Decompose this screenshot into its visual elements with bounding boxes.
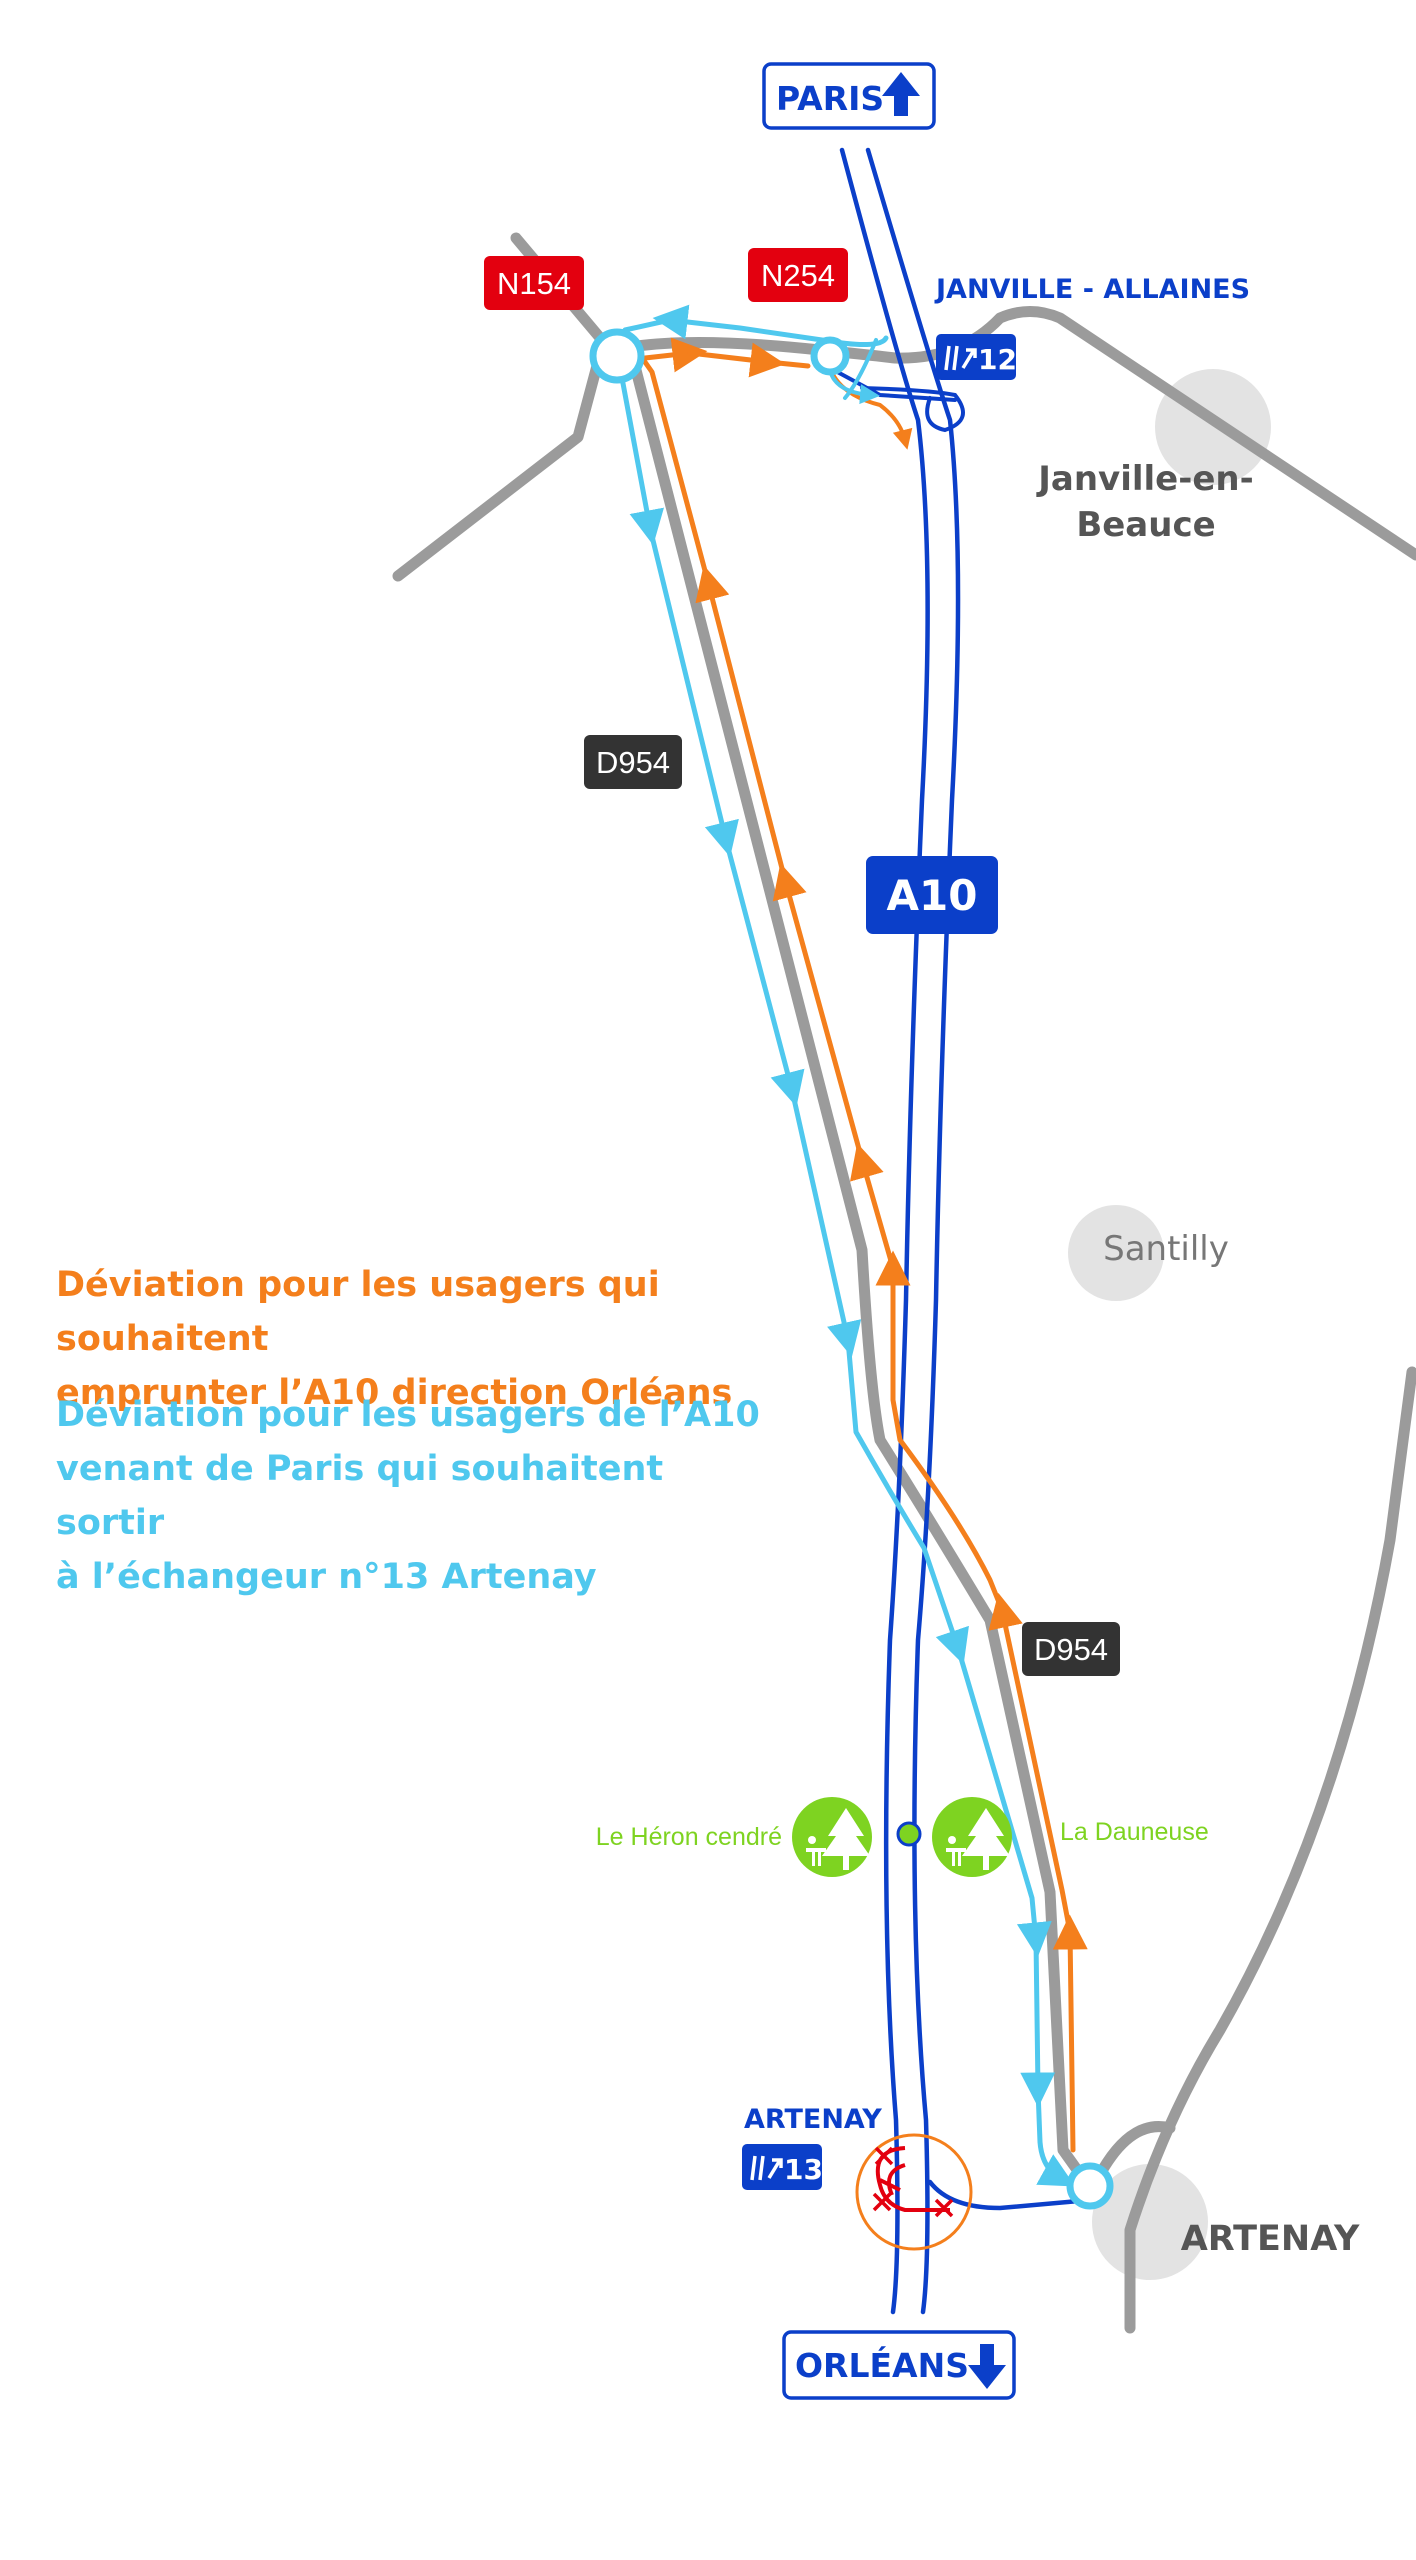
road-east-artenay: [1124, 1366, 1416, 2334]
picnic-area-icon: [806, 1808, 870, 1870]
orange-n154-n254: [642, 337, 708, 373]
detour-cyan-route: [615, 304, 1076, 2187]
exit13-closed-interchange: [855, 2133, 973, 2251]
arrow-down-icon: [968, 2344, 1006, 2389]
exit12-loop: [860, 386, 965, 433]
exit-icon: [944, 345, 977, 371]
janville-name-line1: Janville-en-: [1036, 459, 1253, 499]
a10-label: A10: [887, 871, 978, 920]
a10-shield: A10: [866, 856, 998, 934]
exit13-closed-cross-icon: [872, 2146, 954, 2218]
arrow-up-icon: [882, 72, 920, 116]
legend-orange-detour: Déviation pour les usagers qui souhaiten…: [56, 1258, 836, 1420]
artenay-name: ARTENAY: [1181, 2219, 1360, 2259]
paris-direction-label: PARIS: [776, 79, 884, 118]
n154-badge: N154: [484, 256, 584, 310]
n254-badge: N254: [748, 248, 848, 302]
legend-orange-line2: emprunter l’A10 direction Orléans: [56, 1373, 733, 1413]
orleans-direction-sign: ORLÉANS: [782, 2330, 1016, 2400]
exit12-badge: 12: [936, 334, 1017, 380]
rest-area-east-name: La Dauneuse: [1060, 1818, 1209, 1846]
exit12-name: JANVILLE - ALLAINES: [934, 274, 1250, 305]
cyan-d954-south: [619, 375, 664, 546]
n154-junction-roundabout: [589, 328, 645, 384]
cyan-exit12-ramp: [843, 338, 878, 400]
legend-cyan-detour: Déviation pour les usagers de l’A10 vena…: [56, 1388, 776, 1604]
exit12-number: 12: [978, 343, 1017, 376]
exit13-badge: 13: [742, 2144, 823, 2190]
d954-badge-south: D954: [1022, 1622, 1120, 1676]
legend-cyan-line2: venant de Paris qui souhaitent sortir: [56, 1449, 664, 1543]
rest-area-marker: [896, 1821, 922, 1847]
rest-area-east-icon: [932, 1797, 1012, 1877]
road-n154-southwest: [392, 356, 604, 582]
d954-badge-north: D954: [584, 735, 682, 789]
santilly-name: Santilly: [1103, 1229, 1229, 1269]
paris-direction-sign: PARIS: [762, 62, 936, 130]
santilly-town-disc: [1068, 1205, 1164, 1301]
janville-name-line2: Beauce: [1076, 505, 1215, 545]
rest-area-west-icon: [792, 1797, 872, 1877]
orange-d954-north: [1052, 1914, 1088, 2153]
orleans-direction-label: ORLÉANS: [795, 2345, 969, 2385]
exit12-slip: [828, 366, 957, 402]
artenay-town-disc: [1092, 2164, 1208, 2280]
exit13-interchange-ring: [855, 2133, 973, 2251]
artenay-roundabout: [1066, 2162, 1114, 2210]
legend-orange-line1: Déviation pour les usagers qui souhaiten…: [56, 1265, 660, 1359]
legend-cyan-line3: à l’échangeur n°13 Artenay: [56, 1557, 597, 1597]
exit13-link: [927, 2179, 1093, 2211]
n254-junction-roundabout: [810, 336, 850, 376]
detour-orange-route: [642, 337, 1088, 2153]
picnic-area-icon: [946, 1808, 1010, 1870]
exit-icon: [750, 2155, 783, 2181]
svg-text:N154: N154: [497, 266, 571, 301]
exit13-number: 13: [784, 2153, 823, 2186]
road-artenay-loop: [1092, 2121, 1176, 2184]
svg-text:N254: N254: [761, 258, 835, 293]
exit13-name: ARTENAY: [744, 2104, 882, 2135]
a10-carriageway-east: [865, 147, 961, 2315]
legend-cyan-line1: Déviation pour les usagers de l’A10: [56, 1395, 760, 1435]
road-d954: [606, 349, 1096, 2194]
orange-exit12-slip: [828, 366, 913, 450]
svg-text:D954: D954: [596, 745, 670, 780]
svg-text:D954: D954: [1034, 1632, 1108, 1667]
rest-area-west-name: Le Héron cendré: [596, 1823, 782, 1851]
